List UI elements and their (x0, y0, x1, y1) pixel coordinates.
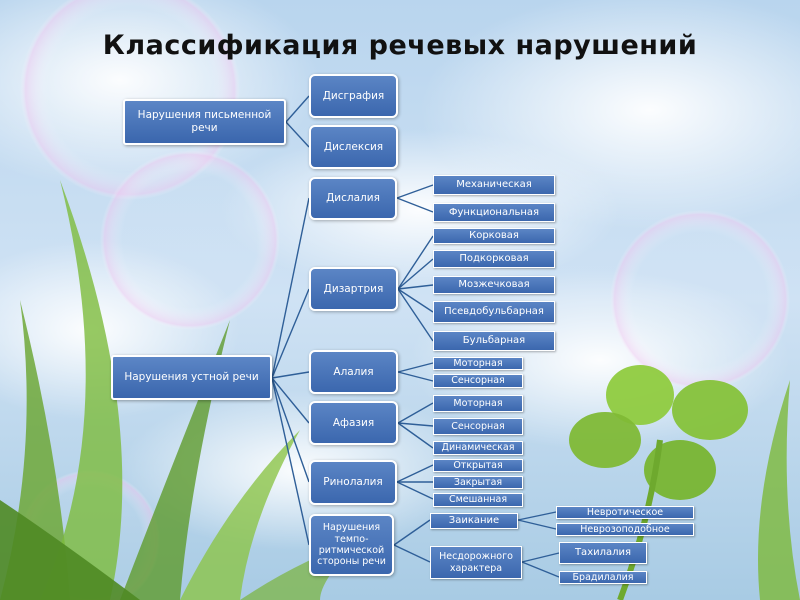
node-closed: Закрытая (433, 476, 523, 489)
node-alalia-sensor: Сенсорная (433, 374, 523, 388)
node-bulbar: Бульбарная (433, 331, 555, 351)
node-cerebellar: Мозжечковая (433, 276, 555, 294)
node-afazia-sensor: Сенсорная (433, 418, 523, 435)
node-afazia-dynamic: Динамическая (433, 441, 523, 455)
node-afazia: Афазия (309, 401, 398, 445)
node-functional: Функциональная (433, 203, 555, 222)
node-alalia: Алалия (309, 350, 398, 394)
node-written-speech: Нарушения письменной речи (123, 99, 286, 145)
node-disleksia: Дислексия (309, 125, 398, 169)
node-stutter: Заикание (430, 513, 518, 529)
node-neurosis-like: Неврозоподобное (556, 523, 694, 536)
node-afazia-motor: Моторная (433, 395, 523, 412)
node-cortical: Корковая (433, 228, 555, 244)
node-dislalia: Дислалия (309, 177, 397, 220)
node-oral-speech: Нарушения устной речи (111, 355, 272, 400)
node-rinolalia: Ринолалия (309, 460, 397, 505)
node-mixed: Смешанная (433, 493, 523, 507)
node-neurotic: Невротическое (556, 506, 694, 519)
node-disgrafia: Дисграфия (309, 74, 398, 118)
node-tempo-rhythm: Нарушения темпо-ритмической стороны речи (309, 514, 394, 576)
node-subcortical: Подкорковая (433, 250, 555, 268)
node-dizartria: Дизартрия (309, 267, 398, 311)
page-title: Классификация речевых нарушений (102, 30, 698, 61)
node-bradylalia: Брадилалия (559, 571, 647, 584)
node-pseudobulbar: Псевдобульбарная (433, 301, 555, 323)
node-mechanical: Механическая (433, 175, 555, 195)
node-open: Открытая (433, 459, 523, 472)
node-alalia-motor: Моторная (433, 357, 523, 370)
node-hasty: Несдорожного характера (430, 546, 522, 579)
node-tachylalia: Тахилалия (559, 542, 647, 564)
